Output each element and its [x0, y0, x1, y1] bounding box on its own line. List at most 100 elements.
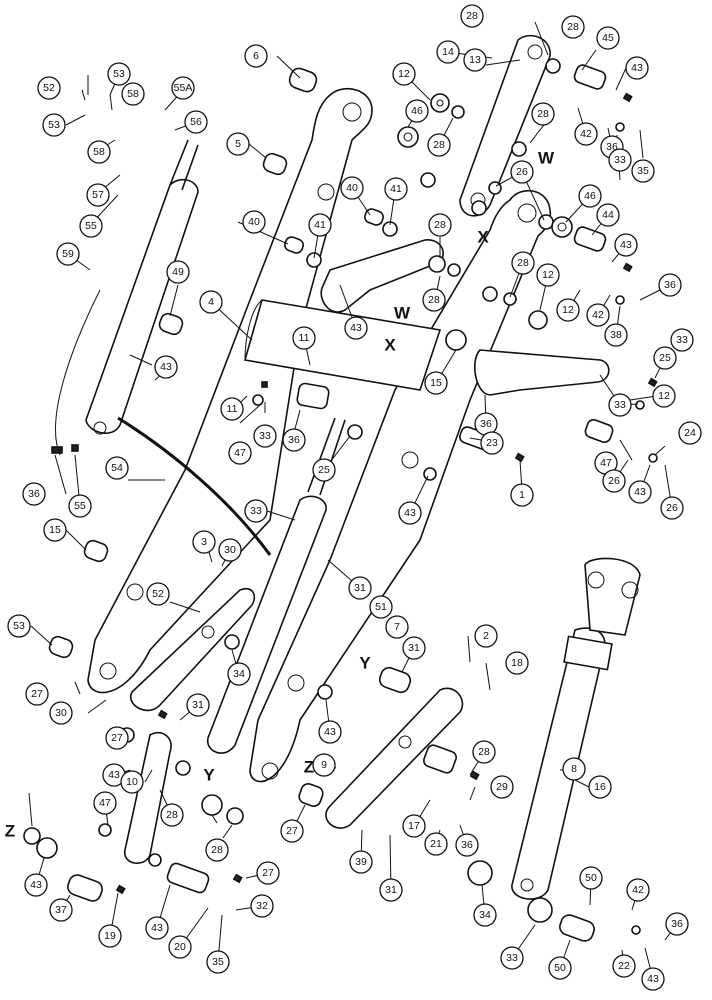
svg-text:11: 11: [227, 403, 238, 415]
svg-text:33: 33: [250, 505, 262, 517]
callout: 51: [369, 595, 393, 619]
svg-text:15: 15: [430, 377, 442, 389]
svg-text:38: 38: [610, 329, 622, 341]
callout: 27: [280, 819, 304, 843]
svg-text:50: 50: [554, 962, 566, 974]
callout: 13: [463, 48, 487, 72]
callout: 33: [500, 946, 524, 970]
callout: 53: [107, 62, 131, 86]
callout: 11: [220, 397, 244, 421]
svg-text:33: 33: [506, 952, 518, 964]
svg-text:27: 27: [31, 688, 43, 700]
callout: 32: [250, 894, 274, 918]
svg-text:53: 53: [113, 68, 125, 80]
callout: 35: [206, 950, 230, 974]
callout: 33: [253, 424, 277, 448]
callout: 11: [292, 326, 316, 350]
svg-text:55A: 55A: [174, 82, 193, 94]
callout: 59: [56, 242, 80, 266]
svg-text:43: 43: [350, 322, 362, 334]
callout: 55A: [171, 76, 195, 100]
svg-text:3: 3: [201, 536, 207, 548]
svg-text:19: 19: [104, 930, 116, 942]
callout: 12: [392, 62, 416, 86]
svg-text:36: 36: [671, 918, 683, 930]
svg-text:14: 14: [442, 46, 454, 58]
callout: 47: [93, 791, 117, 815]
svg-text:35: 35: [212, 956, 224, 968]
svg-text:9: 9: [321, 759, 327, 771]
callout: 25: [312, 458, 336, 482]
callout: 20: [168, 935, 192, 959]
callout: 39: [349, 850, 373, 874]
callout: 29: [490, 775, 514, 799]
svg-text:36: 36: [664, 279, 676, 291]
callout: 46: [578, 184, 602, 208]
svg-text:25: 25: [659, 352, 671, 364]
callout: 4: [199, 290, 223, 314]
svg-text:26: 26: [516, 166, 528, 178]
callout: 28: [205, 838, 229, 862]
svg-text:10: 10: [126, 776, 138, 788]
svg-text:25: 25: [318, 464, 330, 476]
svg-text:4: 4: [208, 296, 214, 308]
svg-text:46: 46: [411, 105, 423, 117]
svg-text:13: 13: [469, 54, 481, 66]
callout: 36: [22, 482, 46, 506]
svg-text:56: 56: [190, 116, 202, 128]
callout: 52: [146, 582, 170, 606]
callout: 38: [604, 323, 628, 347]
svg-text:53: 53: [48, 119, 60, 131]
callout: 18: [505, 651, 529, 675]
svg-text:42: 42: [592, 309, 604, 321]
callout: 23: [480, 431, 504, 455]
callout: 28: [427, 133, 451, 157]
svg-text:5: 5: [235, 138, 241, 150]
callout: 12: [536, 263, 560, 287]
svg-text:59: 59: [62, 248, 74, 260]
svg-text:43: 43: [324, 726, 336, 738]
callout: 2: [474, 624, 498, 648]
callout: 49: [166, 260, 190, 284]
svg-text:31: 31: [192, 699, 204, 711]
callout: 37: [49, 898, 73, 922]
svg-text:47: 47: [600, 457, 612, 469]
reference-letters: W X W X Y Y Z Z: [5, 149, 555, 841]
callout: 1: [510, 483, 534, 507]
svg-text:6: 6: [253, 50, 259, 62]
callout: 26: [602, 469, 626, 493]
callout: 42: [626, 878, 650, 902]
callout: 54: [105, 456, 129, 480]
callout: 40: [242, 210, 266, 234]
svg-text:36: 36: [288, 434, 300, 446]
svg-text:32: 32: [256, 900, 268, 912]
callout: 27: [25, 682, 49, 706]
svg-text:26: 26: [608, 475, 620, 487]
svg-text:40: 40: [346, 182, 358, 194]
bucket-cylinder: [511, 557, 641, 900]
callout: 17: [402, 814, 426, 838]
callout: 55: [79, 214, 103, 238]
svg-text:40: 40: [248, 216, 260, 228]
callout: 31: [186, 693, 210, 717]
svg-text:33: 33: [614, 399, 626, 411]
svg-text:36: 36: [480, 418, 492, 430]
svg-text:52: 52: [152, 588, 164, 600]
callout: 21: [424, 832, 448, 856]
svg-text:23: 23: [486, 437, 498, 449]
callout: 43: [641, 967, 665, 991]
svg-text:43: 43: [404, 507, 416, 519]
callout: 50: [548, 956, 572, 980]
link-9: [124, 731, 172, 864]
callout: 33: [244, 499, 268, 523]
svg-text:28: 28: [434, 219, 446, 231]
svg-text:15: 15: [49, 524, 61, 536]
svg-text:43: 43: [620, 239, 632, 251]
svg-text:54: 54: [111, 462, 123, 474]
ref-letter-z-lower: Z: [5, 822, 15, 841]
svg-text:28: 28: [211, 844, 223, 856]
callout: 31: [402, 636, 426, 660]
link-8: [325, 687, 464, 829]
svg-text:28: 28: [517, 257, 529, 269]
